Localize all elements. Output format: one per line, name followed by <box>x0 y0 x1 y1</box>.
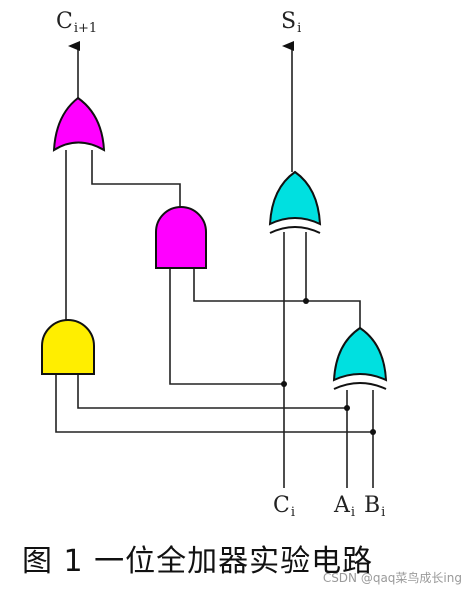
watermark: CSDN @qaq菜鸟成长ing <box>322 571 462 585</box>
and-bottom-input-a-wire <box>77 374 347 409</box>
xor-gate-top-extra-curve <box>269 226 321 234</box>
xor-gate-bottom-extra-curve <box>333 382 387 390</box>
figure-caption: 图 1 一位全加器实验电路 <box>22 544 374 579</box>
c-in-label: Ci <box>273 493 295 520</box>
junction-dot <box>281 381 287 387</box>
xor-bottom-output-wire <box>306 300 361 328</box>
and-top-to-or-wire <box>91 150 181 212</box>
b-input-label: Bi <box>364 493 385 520</box>
or-gate <box>52 96 106 152</box>
c-out-label: Ci+1 <box>56 9 97 36</box>
a-input-label: Ai <box>333 493 355 520</box>
s-out-label: Si <box>281 9 301 36</box>
and-bottom-input-b-wire <box>55 374 373 433</box>
and-gate-top <box>155 206 207 269</box>
and-top-input-xor-wire <box>193 268 306 302</box>
junction-dot <box>370 429 376 435</box>
junction-dot <box>303 298 309 304</box>
xor-gate-bottom <box>332 326 388 382</box>
and-gate-bottom <box>41 319 95 375</box>
junction-dot <box>344 405 350 411</box>
and-top-input-ci-wire <box>169 268 284 385</box>
xor-gate-top <box>268 170 322 226</box>
